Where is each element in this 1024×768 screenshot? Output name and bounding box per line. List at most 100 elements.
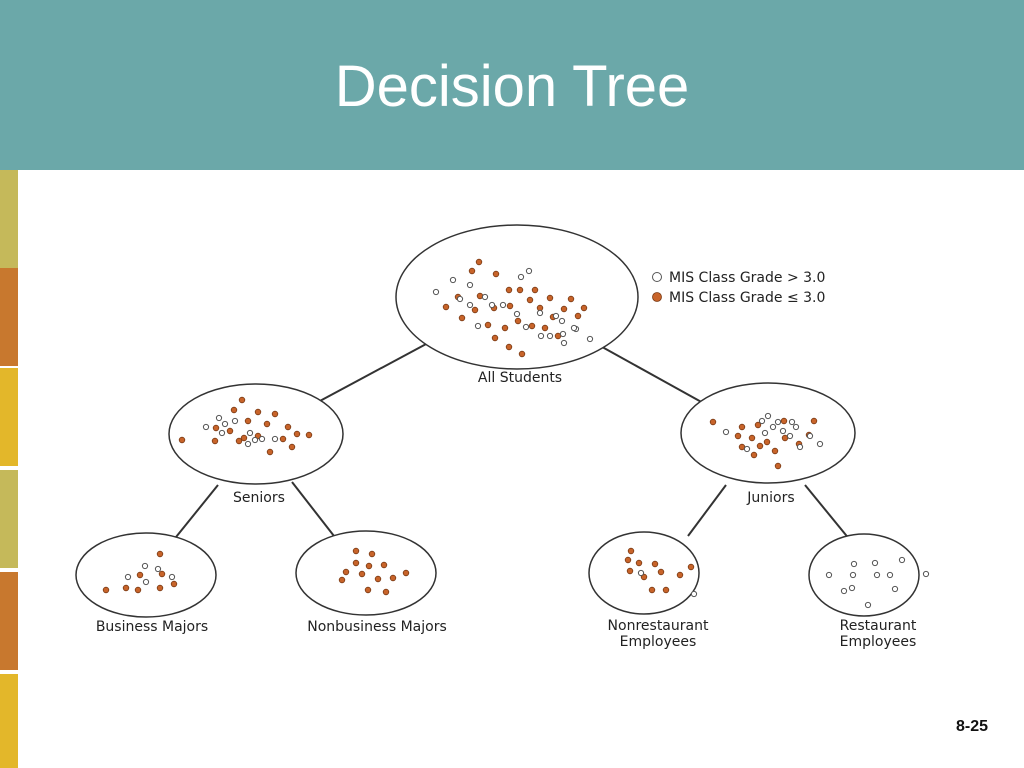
connector-seniors-nonbusiness bbox=[291, 481, 335, 537]
legend-high-grade-marker bbox=[652, 272, 662, 282]
scatter-dot bbox=[780, 417, 788, 425]
sidebar-stripe bbox=[0, 268, 18, 368]
scatter-dot bbox=[825, 571, 833, 579]
scatter-dot bbox=[558, 317, 566, 325]
tree-connectors bbox=[171, 342, 851, 543]
scatter-dot bbox=[871, 559, 879, 567]
scatter-dot bbox=[506, 302, 514, 310]
scatter-dot bbox=[475, 258, 483, 266]
scatter-dot bbox=[284, 423, 292, 431]
scatter-dot bbox=[244, 440, 252, 448]
scatter-dot bbox=[226, 427, 234, 435]
scatter-dot bbox=[271, 410, 279, 418]
scatter-dot bbox=[402, 569, 410, 577]
scatter-dot bbox=[358, 570, 366, 578]
scatter-dot bbox=[499, 301, 507, 309]
scatter-dot bbox=[537, 332, 545, 340]
scatter-dot bbox=[525, 267, 533, 275]
scatter-dot bbox=[586, 335, 594, 343]
label-business-majors: Business Majors bbox=[96, 619, 208, 635]
scatter-dot bbox=[531, 286, 539, 294]
scatter-dot bbox=[251, 436, 259, 444]
node-circle-business-majors bbox=[75, 532, 217, 618]
scatter-dot bbox=[488, 301, 496, 309]
scatter-dot bbox=[501, 324, 509, 332]
scatter-dot bbox=[546, 294, 554, 302]
scatter-dot bbox=[774, 418, 782, 426]
scatter-dot bbox=[922, 570, 930, 578]
scatter-dot bbox=[513, 310, 521, 318]
scatter-dot bbox=[648, 586, 656, 594]
scatter-dot bbox=[432, 288, 440, 296]
scatter-dot bbox=[156, 584, 164, 592]
scatter-dot bbox=[342, 568, 350, 576]
label-nonbusiness-majors: Nonbusiness Majors bbox=[307, 619, 447, 635]
scatter-dot bbox=[560, 339, 568, 347]
scatter-dot bbox=[365, 562, 373, 570]
scatter-dot bbox=[230, 406, 238, 414]
connector-seniors-business bbox=[171, 484, 219, 543]
scatter-dot bbox=[516, 286, 524, 294]
scatter-dot bbox=[754, 421, 762, 429]
label-restaurant-line2: Employees bbox=[840, 634, 917, 650]
scatter-dot bbox=[374, 575, 382, 583]
scatter-dot bbox=[474, 322, 482, 330]
high-grade-dots bbox=[124, 267, 930, 609]
scatter-dot bbox=[848, 584, 856, 592]
label-nonrestaurant-line2: Employees bbox=[620, 634, 697, 650]
scatter-dot bbox=[637, 569, 645, 577]
scatter-dot bbox=[522, 323, 530, 331]
scatter-dot bbox=[788, 418, 796, 426]
scatter-dot bbox=[779, 427, 787, 435]
scatter-dot bbox=[624, 556, 632, 564]
scatter-dot bbox=[141, 562, 149, 570]
scatter-dot bbox=[212, 424, 220, 432]
scatter-dot bbox=[244, 417, 252, 425]
slide-title: Decision Tree bbox=[334, 54, 690, 119]
scatter-dot bbox=[389, 574, 397, 582]
scatter-dot bbox=[338, 576, 346, 584]
scatter-dot bbox=[898, 556, 906, 564]
scatter-dot bbox=[722, 428, 730, 436]
scatter-dot bbox=[458, 314, 466, 322]
node-circle-all-students bbox=[395, 224, 639, 370]
scatter-dot bbox=[293, 430, 301, 438]
scatter-dot bbox=[518, 350, 526, 358]
scatter-dot bbox=[786, 432, 794, 440]
scatter-dot bbox=[221, 420, 229, 428]
scatter-dot bbox=[305, 431, 313, 439]
scatter-dot bbox=[266, 448, 274, 456]
scatter-dot bbox=[758, 417, 766, 425]
scatter-dot bbox=[484, 321, 492, 329]
scatter-dot bbox=[792, 423, 800, 431]
node-circle-nonbusiness-majors bbox=[295, 530, 437, 616]
scatter-dot bbox=[258, 435, 266, 443]
scatter-dot bbox=[122, 584, 130, 592]
scatter-dot bbox=[158, 570, 166, 578]
connector-juniors-restaurant bbox=[804, 484, 851, 541]
scatter-dot bbox=[546, 332, 554, 340]
scatter-dot bbox=[627, 547, 635, 555]
scatter-dot bbox=[364, 586, 372, 594]
scatter-dot bbox=[662, 586, 670, 594]
scatter-dot bbox=[734, 432, 742, 440]
label-restaurant-line1: Restaurant bbox=[840, 618, 917, 634]
scatter-dot bbox=[505, 343, 513, 351]
scatter-dot bbox=[491, 334, 499, 342]
scatter-dot bbox=[442, 303, 450, 311]
scatter-dot bbox=[240, 434, 248, 442]
scatter-dot bbox=[156, 550, 164, 558]
scatter-dot bbox=[756, 442, 764, 450]
scatter-dot bbox=[570, 324, 578, 332]
scatter-dot bbox=[168, 573, 176, 581]
node-circle-restaurant-employees bbox=[808, 533, 920, 617]
scatter-dot bbox=[849, 571, 857, 579]
scatter-dot bbox=[743, 445, 751, 453]
sidebar-stripe bbox=[0, 470, 18, 570]
scatter-dot bbox=[687, 563, 695, 571]
connector-all-seniors bbox=[317, 342, 429, 403]
scatter-dot bbox=[218, 429, 226, 437]
scatter-dot bbox=[774, 462, 782, 470]
scatter-dot bbox=[850, 560, 858, 568]
